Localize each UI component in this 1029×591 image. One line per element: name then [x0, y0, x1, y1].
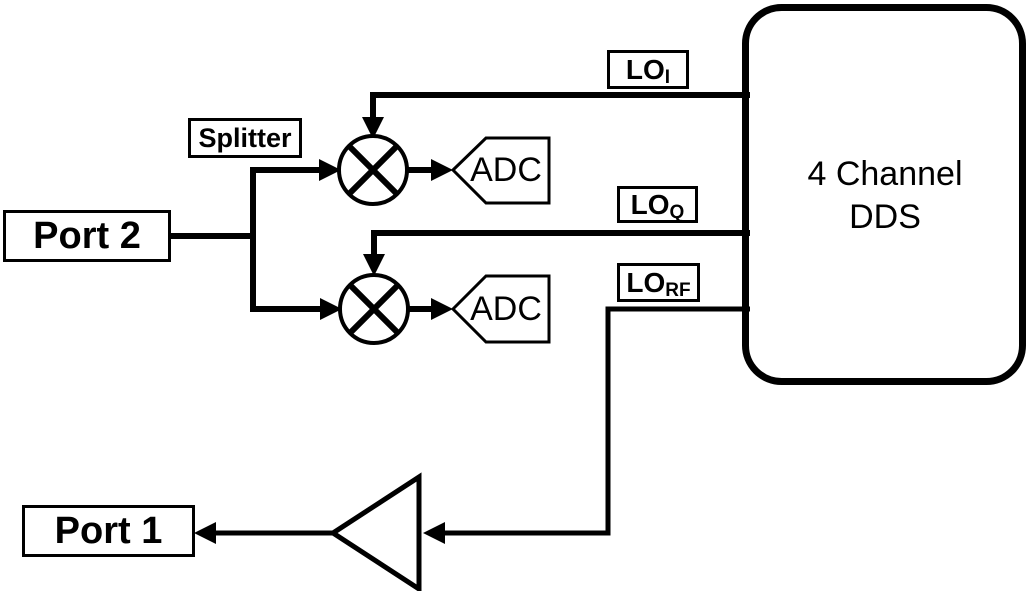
splitter-label: Splitter: [198, 122, 292, 153]
lo-q-subscript: Q: [669, 201, 685, 223]
dds-label-line2: DDS: [849, 198, 921, 236]
lo-q-arrowhead: [363, 254, 385, 276]
adc1-shape: [450, 136, 551, 205]
port2-label: Port 2: [33, 214, 141, 257]
adc2-input-arrowhead: [431, 298, 453, 320]
dds-label-line1: 4 Channel: [807, 155, 963, 193]
lo-rf-label: LO: [626, 266, 666, 298]
lo-rf-subscript: RF: [665, 279, 691, 301]
adc2-label: ADC: [470, 290, 542, 328]
mixer2-input-arrowhead: [320, 298, 342, 320]
lo-i-arrowhead: [362, 117, 384, 139]
adc1-label: ADC: [470, 151, 542, 189]
adc1-input-arrowhead: [431, 159, 453, 181]
amplifier-input-arrowhead: [423, 522, 445, 544]
lo-rf-line: [440, 306, 750, 536]
port1-label: Port 1: [54, 509, 163, 552]
mixer2-cross: [347, 282, 401, 336]
amplifier-symbol: [328, 472, 422, 591]
lo-i-subscript: I: [664, 66, 671, 88]
port1-arrowhead: [194, 522, 216, 544]
port2-node: Port 2: [3, 210, 171, 262]
dds-box: [742, 4, 1026, 385]
lo-q-line: [371, 230, 750, 257]
adc2-shape: [450, 274, 551, 344]
dds-label: 4 Channel DDS: [748, 153, 1022, 239]
port1-node: Port 1: [22, 505, 195, 557]
splitter-node: Splitter: [188, 118, 302, 158]
lo-q-label: LO: [630, 188, 670, 220]
splitter-lines: [250, 167, 326, 312]
mixer1-cross: [346, 143, 400, 197]
lo-i-line: [370, 92, 750, 122]
lo-i-label: LO: [625, 53, 665, 85]
mixer1-input-arrowhead: [319, 159, 341, 181]
